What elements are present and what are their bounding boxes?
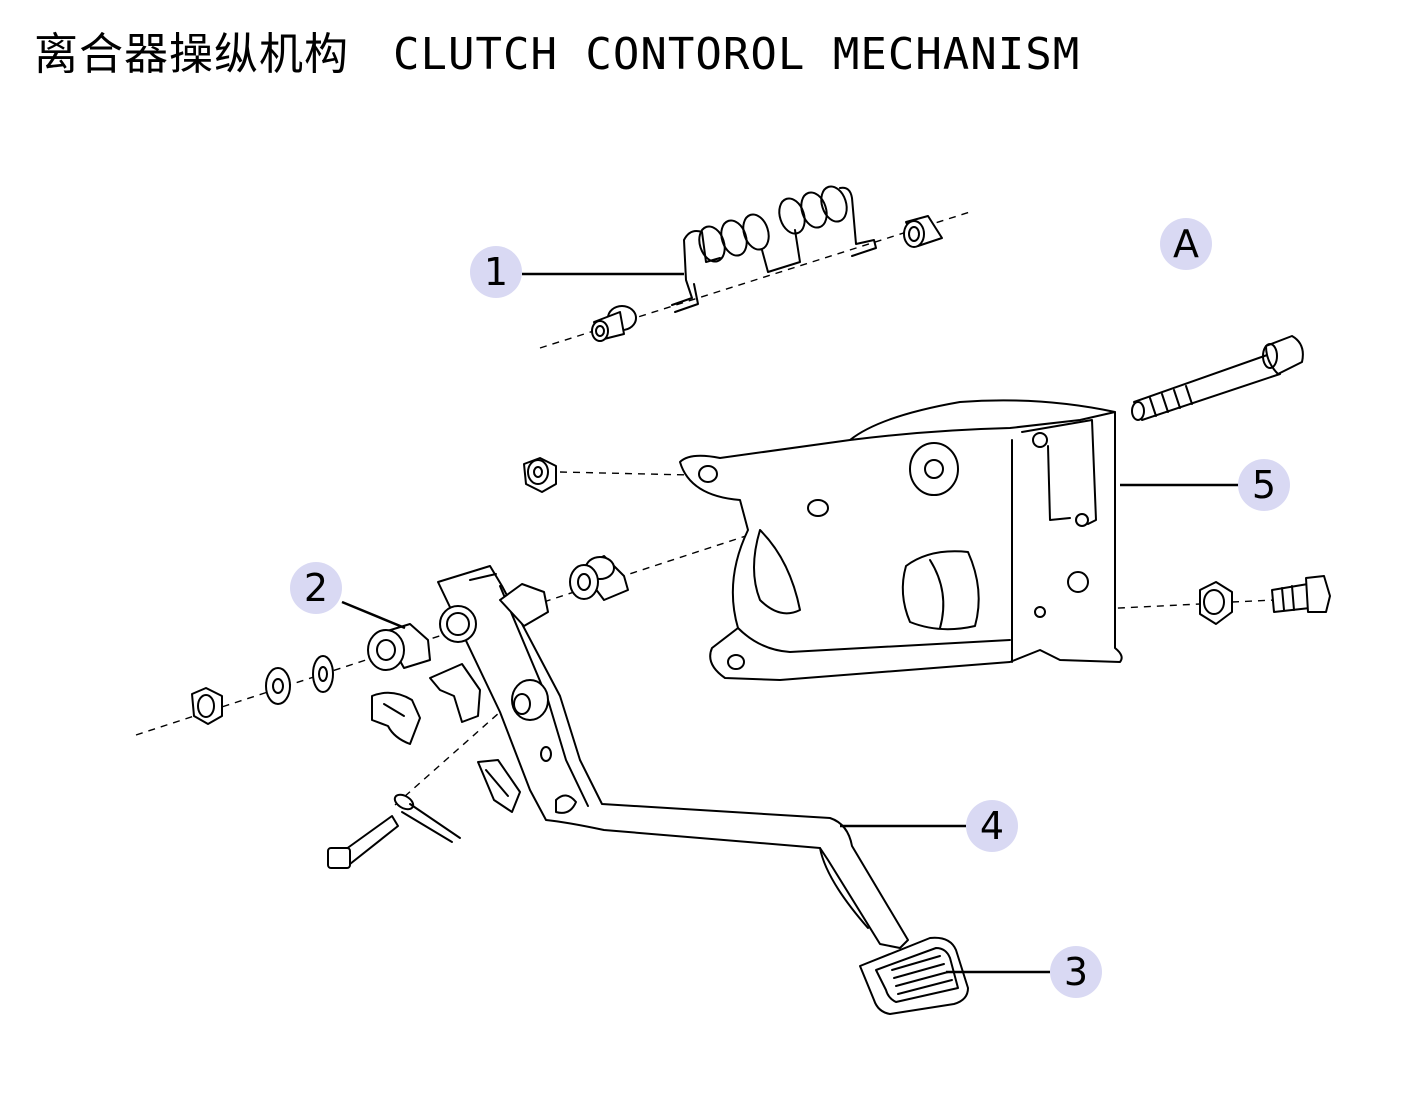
pedal-pad <box>859 936 969 1015</box>
title-english: CLUTCH CONTOROL MECHANISM <box>393 29 1081 80</box>
side-bolt <box>1199 575 1331 625</box>
long-bolt <box>1131 335 1304 421</box>
callout-3: 3 <box>1050 946 1102 998</box>
callout-3-label: 3 <box>1064 950 1088 994</box>
pivot-bushing <box>569 555 629 601</box>
pedal-arm <box>429 565 909 949</box>
callout-1: 1 <box>470 246 522 298</box>
callout-4-label: 4 <box>980 804 1004 848</box>
title-chinese: 离合器操纵机构 <box>34 29 349 80</box>
page-title: 离合器操纵机构 CLUTCH CONTOROL MECHANISM <box>34 18 1080 82</box>
callout-a-label: A <box>1173 222 1199 266</box>
clevis-pin <box>327 691 461 869</box>
callout-2: 2 <box>290 562 342 614</box>
callout-5-label: 5 <box>1252 463 1276 507</box>
pivot-hardware <box>191 623 431 725</box>
callout-a: A <box>1160 218 1212 270</box>
leader-lines <box>341 272 1240 974</box>
bracket-nut <box>523 457 557 493</box>
pedal-bracket <box>679 399 1123 681</box>
callout-4: 4 <box>966 800 1018 852</box>
spring-assembly <box>591 185 943 342</box>
callout-1-label: 1 <box>484 250 508 294</box>
callout-2-label: 2 <box>304 566 328 610</box>
callout-5: 5 <box>1238 459 1290 511</box>
